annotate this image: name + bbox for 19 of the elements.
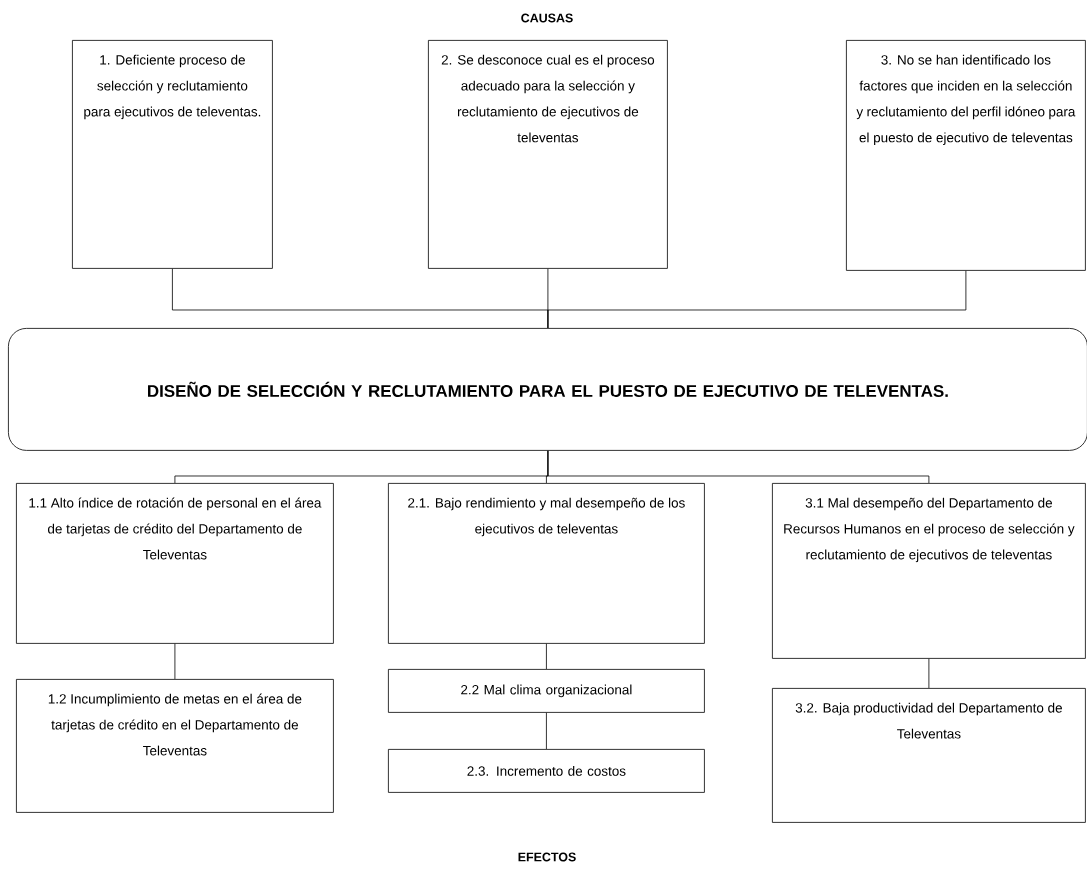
- process-box: 2.3. Incremento de costos: [388, 749, 705, 793]
- process-box: 3.1 Mal desempeño del Departamento de Recursos Humanos en el proceso de selección y reclutamiento de ejecutivos de televentas: [772, 483, 1086, 659]
- process-box: 1. Deficiente proceso de selección y reclutamiento para ejecutivos de televentas.: [72, 40, 273, 269]
- process-box: 2. Se desconoce cual es el proceso adecuado para la selección y reclutamiento de ejecutivos de televentas: [428, 40, 668, 269]
- process-box: 3.2. Baja productividad del Departamento de Televentas: [772, 688, 1086, 823]
- connector-line: [547, 450, 930, 484]
- process-box: 2.1. Bajo rendimiento y mal desempeño de los ejecutivos de televentas: [388, 483, 705, 644]
- section-heading: EFECTOS: [518, 852, 576, 862]
- process-box: 1.2 Incumplimiento de metas en el área de tarjetas de crédito en el Departamento de Televentas: [16, 679, 334, 813]
- connector-line: [928, 658, 930, 689]
- process-box: 1.1 Alto índice de rotación de personal en el área de tarjetas de crédito del Departamento de Televentas: [16, 483, 334, 644]
- process-box: 3. No se han identificado los factores que inciden en la selección y reclutamiento del perfil idóneo para el puesto de ejecutivo de televentas: [846, 40, 1086, 271]
- connector-line: [546, 712, 547, 750]
- process-box: 2.2 Mal clima organizacional: [388, 669, 705, 713]
- connector-line: [546, 643, 547, 670]
- connector-line: [547, 270, 967, 329]
- section-heading: CAUSAS: [521, 13, 573, 23]
- title-box: DISEÑO DE SELECCIÓN Y RECLUTAMIENTO PARA EL PUESTO DE EJECUTIVO DE TELEVENTAS.: [8, 328, 1087, 451]
- connector-line: [174, 643, 176, 680]
